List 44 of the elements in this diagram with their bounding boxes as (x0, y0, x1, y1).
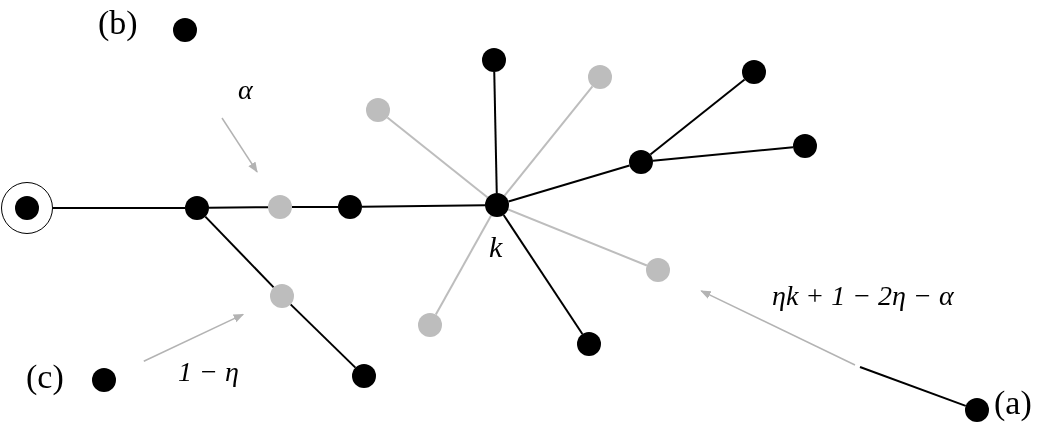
node-label: k (489, 232, 503, 262)
edge-line (361, 204, 486, 208)
graph-node (629, 150, 653, 174)
graph-node (485, 193, 509, 217)
graph-node (646, 258, 670, 282)
arrow (143, 313, 245, 362)
graph-node (742, 60, 766, 84)
graph-node (270, 284, 294, 308)
edge-line (291, 206, 339, 208)
graph-node (352, 364, 376, 388)
node-label: (a) (994, 386, 1032, 420)
graph-node (482, 48, 506, 72)
graph-node (793, 134, 817, 158)
graph-node (366, 98, 390, 122)
edge-line (208, 206, 269, 209)
edge-line (502, 214, 584, 335)
graph-node (268, 195, 292, 219)
node-label: (c) (26, 360, 64, 394)
edge-line (386, 116, 489, 199)
edge-line (859, 366, 967, 407)
graph-node (338, 195, 362, 219)
graph-node (577, 332, 601, 356)
edge-line (434, 214, 493, 316)
graph-node (965, 398, 989, 422)
edge-line (507, 208, 648, 267)
arrow (221, 117, 258, 173)
edge-label: 1 − η (178, 358, 239, 386)
graph-node (92, 368, 116, 392)
graph-node (588, 65, 612, 89)
edge-line (507, 164, 631, 203)
edge-line (503, 85, 594, 197)
edge-line (649, 78, 746, 156)
graph-node (418, 313, 442, 337)
edge-line (289, 303, 357, 369)
arrow (700, 290, 856, 366)
edge-label: α (238, 76, 253, 104)
node-label: (b) (98, 6, 138, 40)
graph-node (173, 18, 197, 42)
edge-line (204, 215, 275, 289)
graph-node (185, 196, 209, 220)
edge-label: ηk + 1 − 2η − α (772, 282, 954, 310)
edge-line (52, 207, 186, 209)
ringed-node (1, 182, 53, 234)
edge-line (493, 71, 498, 194)
